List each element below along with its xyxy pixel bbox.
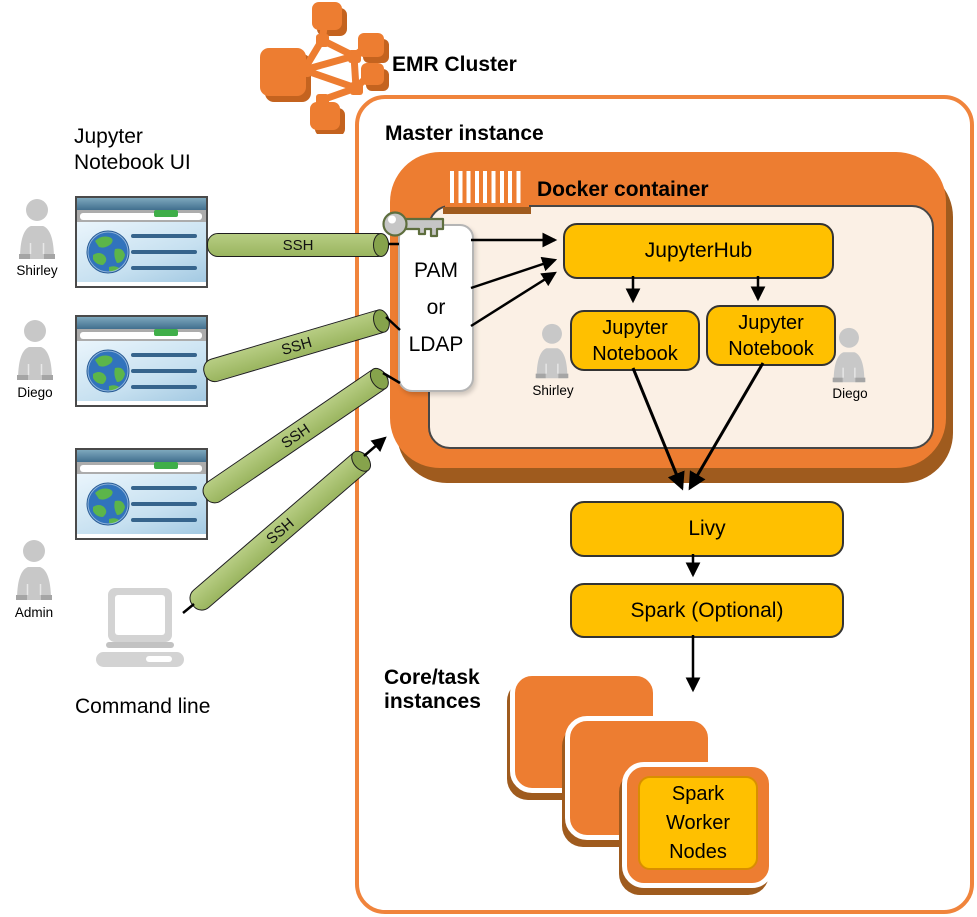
- livy-box: Livy: [570, 501, 844, 557]
- laptop-icon: [96, 588, 184, 667]
- browser-address-bar: [77, 210, 206, 222]
- progress-bar: [154, 210, 179, 217]
- panel-user-shirley-icon: [535, 323, 569, 379]
- user-shirley-icon: [19, 199, 55, 259]
- progress-bar: [154, 462, 179, 469]
- user-shirley-label: Shirley: [16, 263, 58, 278]
- progress-bar: [154, 329, 179, 336]
- key-icon: [382, 211, 445, 238]
- jupyter-notebook-box-2: Jupyter Notebook: [706, 305, 836, 366]
- panel-user-shirley-label: Shirley: [532, 383, 574, 398]
- ssh-pipe-4: SSH: [184, 446, 376, 616]
- emr-cluster-icon: [260, 2, 389, 134]
- pam-ldap-box: PAM or LDAP: [398, 224, 474, 392]
- browser-titlebar: [77, 450, 206, 462]
- user-diego-label: Diego: [17, 385, 53, 400]
- globe-icon: [86, 349, 130, 393]
- browser-titlebar: [77, 317, 206, 329]
- jupyterhub-box: JupyterHub: [563, 223, 834, 279]
- browser-address-bar: [77, 462, 206, 474]
- emr-cluster-label: EMR Cluster: [392, 53, 517, 76]
- ssh-label: SSH: [279, 333, 314, 359]
- panel-user-diego-icon: [832, 327, 866, 383]
- ssh-label: SSH: [277, 420, 314, 452]
- docker-container-icon-base: [443, 207, 531, 214]
- core-task-instances-label: Core/task instances: [384, 666, 481, 714]
- user-admin-icon: [16, 540, 52, 600]
- globe-icon: [86, 230, 130, 274]
- browser-address-bar: [77, 329, 206, 341]
- globe-icon: [86, 482, 130, 526]
- browser-content: [77, 222, 206, 282]
- docker-container-label: Docker container: [537, 178, 709, 201]
- docker-container-icon: [445, 167, 529, 207]
- browser-window-2: [75, 315, 208, 407]
- jupyter-notebook-ui-label: Jupyter Notebook UI: [74, 125, 191, 175]
- pipe-cap: [373, 233, 389, 257]
- jupyter-notebook-box-1: Jupyter Notebook: [570, 310, 700, 371]
- auth-line-3: LDAP: [408, 333, 464, 356]
- user-diego-icon: [17, 320, 53, 380]
- ssh-label: SSH: [282, 236, 314, 254]
- auth-line-1: PAM: [414, 259, 458, 282]
- command-line-label: Command line: [75, 695, 211, 718]
- auth-line-2: or: [426, 296, 446, 319]
- browser-window-1: [75, 196, 208, 288]
- browser-titlebar: [77, 198, 206, 210]
- browser-content: [77, 341, 206, 401]
- ssh-label: SSH: [262, 514, 298, 548]
- instance-card-3: Spark Worker Nodes: [622, 762, 774, 888]
- panel-user-diego-label: Diego: [832, 386, 868, 401]
- spark-worker-nodes-box: Spark Worker Nodes: [638, 776, 758, 870]
- master-instance-label: Master instance: [385, 122, 544, 145]
- ssh-pipe-1: SSH: [207, 233, 389, 257]
- spark-box: Spark (Optional): [570, 583, 844, 638]
- browser-window-3: [75, 448, 208, 540]
- emr-cluster-boundary: [355, 95, 974, 914]
- user-admin-label: Admin: [14, 605, 54, 620]
- browser-content: [77, 474, 206, 534]
